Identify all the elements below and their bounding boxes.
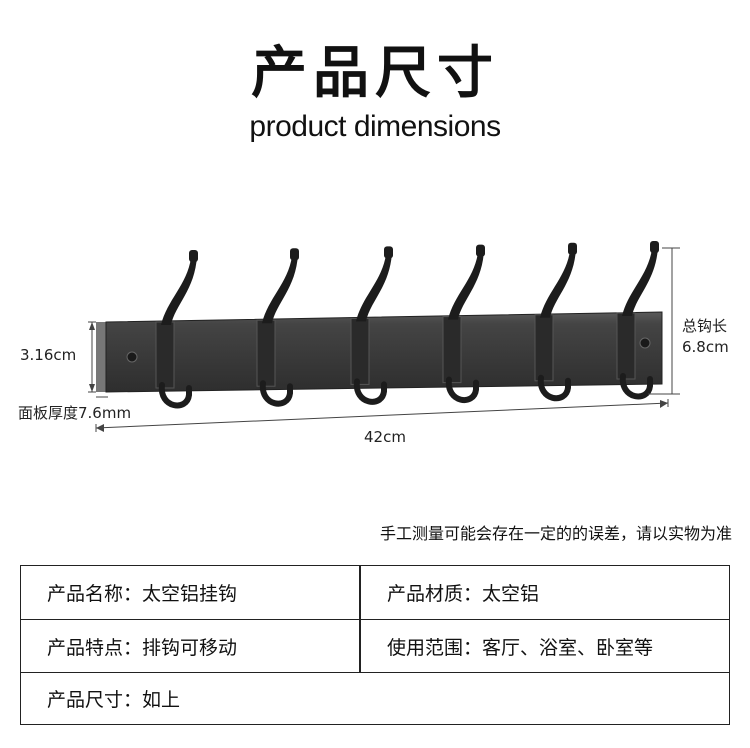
- panel-front: [105, 311, 663, 393]
- spec-size: 产品尺寸：如上: [47, 689, 181, 711]
- hook-2: [256, 248, 299, 407]
- page-title: 产品尺寸: [251, 41, 499, 106]
- measurement-note: 手工测量可能会存在一定的的误差，请以实物为准: [379, 524, 732, 543]
- height-label: 3.16cm: [20, 346, 77, 364]
- screw-right: [639, 337, 651, 349]
- length-label: 42cm: [364, 428, 406, 446]
- spec-usage: 使用范围：客厅、浴室、卧室等: [387, 636, 654, 659]
- spec-feature: 产品特点：排钩可移动: [47, 636, 238, 659]
- hook-length-label-2: 6.8cm: [682, 338, 729, 356]
- hook-6: [616, 241, 659, 400]
- spec-table: 产品名称：太空铝挂钩 产品材质：太空铝 产品特点：排钩可移动 使用范围：客厅、浴…: [20, 565, 730, 725]
- table-row: 产品尺寸：如上: [21, 672, 729, 724]
- length-dim-line: [95, 402, 669, 429]
- spec-name: 产品名称：太空铝挂钩: [47, 583, 238, 605]
- table-row: 产品特点：排钩可移动 使用范围：客厅、浴室、卧室等: [21, 619, 729, 672]
- page-subtitle: product dimensions: [249, 110, 501, 143]
- hook-3: [350, 246, 393, 405]
- panel-side: [96, 322, 106, 392]
- hook-length-label-1: 总钩长: [682, 317, 728, 335]
- screw-left: [126, 351, 138, 363]
- thickness-label: 面板厚度7.6mm: [18, 404, 132, 422]
- spec-material: 产品材质：太空铝: [387, 583, 540, 605]
- hook-1: [155, 250, 198, 409]
- table-row: 产品名称：太空铝挂钩 产品材质：太空铝: [21, 566, 729, 619]
- hook-5: [534, 242, 577, 402]
- hook-4: [442, 244, 485, 403]
